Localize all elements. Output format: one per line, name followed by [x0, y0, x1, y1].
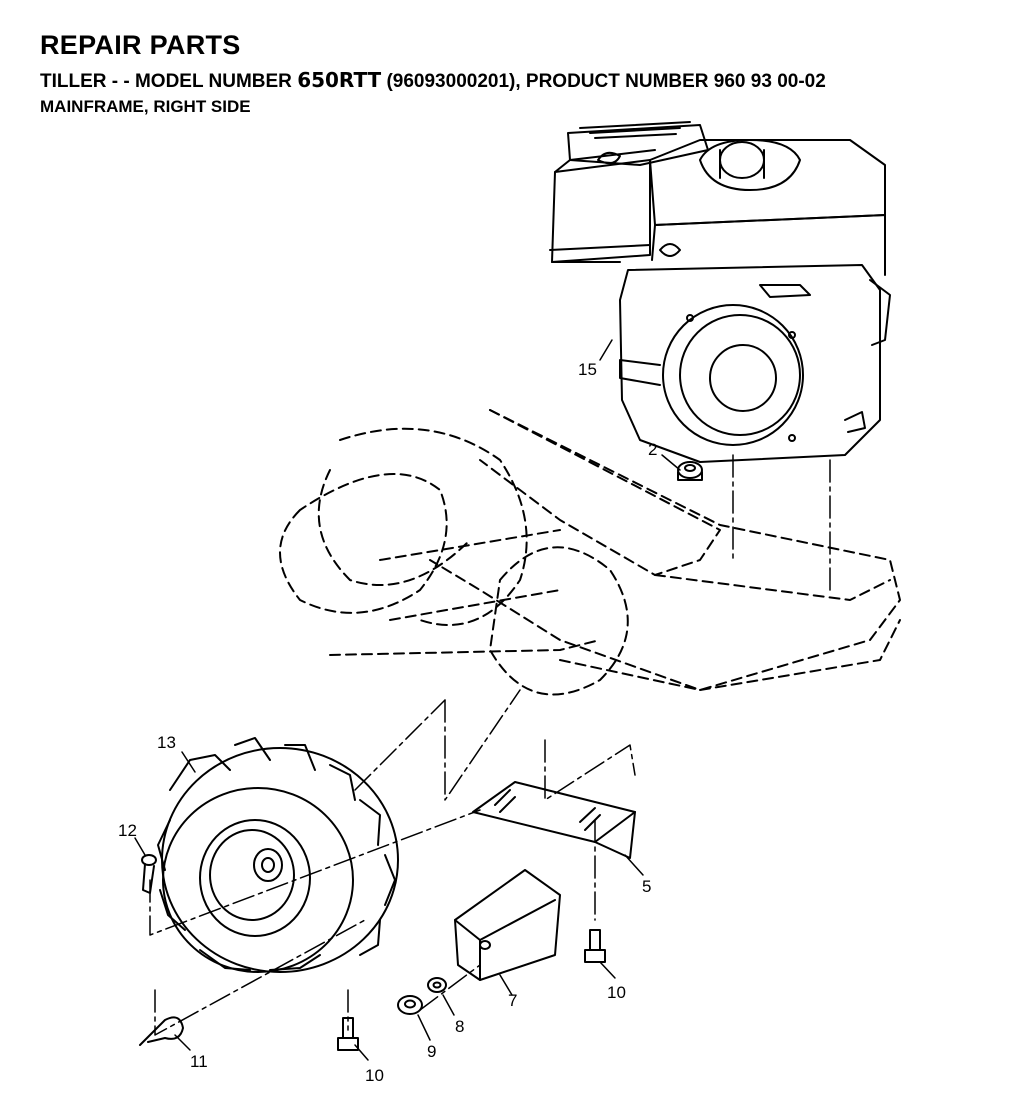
bracket-part-5: [472, 781, 636, 859]
clevis-pin-part-12: [141, 854, 157, 894]
bolt-part-10-left: [337, 1017, 359, 1051]
model-number: 650RTT: [297, 68, 382, 92]
tiller-frame-dashed: [279, 409, 901, 696]
nut-part-9: [397, 995, 423, 1015]
subtitle-prefix: TILLER - - MODEL NUMBER: [40, 71, 298, 92]
callout-2: 2: [648, 440, 657, 459]
model-subtitle: TILLER - - MODEL NUMBER 650RTT (96093000…: [40, 68, 826, 93]
callout-10-right: 10: [607, 983, 626, 1002]
subtitle-suffix: (96093000201), PRODUCT NUMBER 960 93 00-…: [381, 71, 826, 92]
leader-lines: [134, 339, 681, 1061]
assembly-lines: [149, 454, 831, 1036]
callout-9: 9: [427, 1042, 436, 1061]
callout-13: 13: [157, 733, 176, 752]
nut-part-2: [677, 461, 703, 481]
callout-11: 11: [190, 1052, 208, 1071]
weight-part-7: [454, 869, 561, 981]
callout-7: 7: [508, 991, 517, 1010]
hairpin-clip-part-11: [139, 1016, 184, 1046]
callout-15: 15: [578, 360, 597, 379]
washer-part-8: [427, 977, 447, 993]
callout-8: 8: [455, 1017, 464, 1036]
bolt-part-10-right: [584, 929, 606, 963]
callout-10-left: 10: [365, 1066, 384, 1085]
wheel-tire-assembly: [157, 737, 399, 973]
engine-illustration: [549, 121, 891, 463]
callout-5: 5: [642, 877, 651, 896]
page-title: REPAIR PARTS: [40, 30, 241, 60]
callout-12: 12: [118, 821, 137, 840]
section-title: MAINFRAME, RIGHT SIDE: [40, 97, 251, 116]
